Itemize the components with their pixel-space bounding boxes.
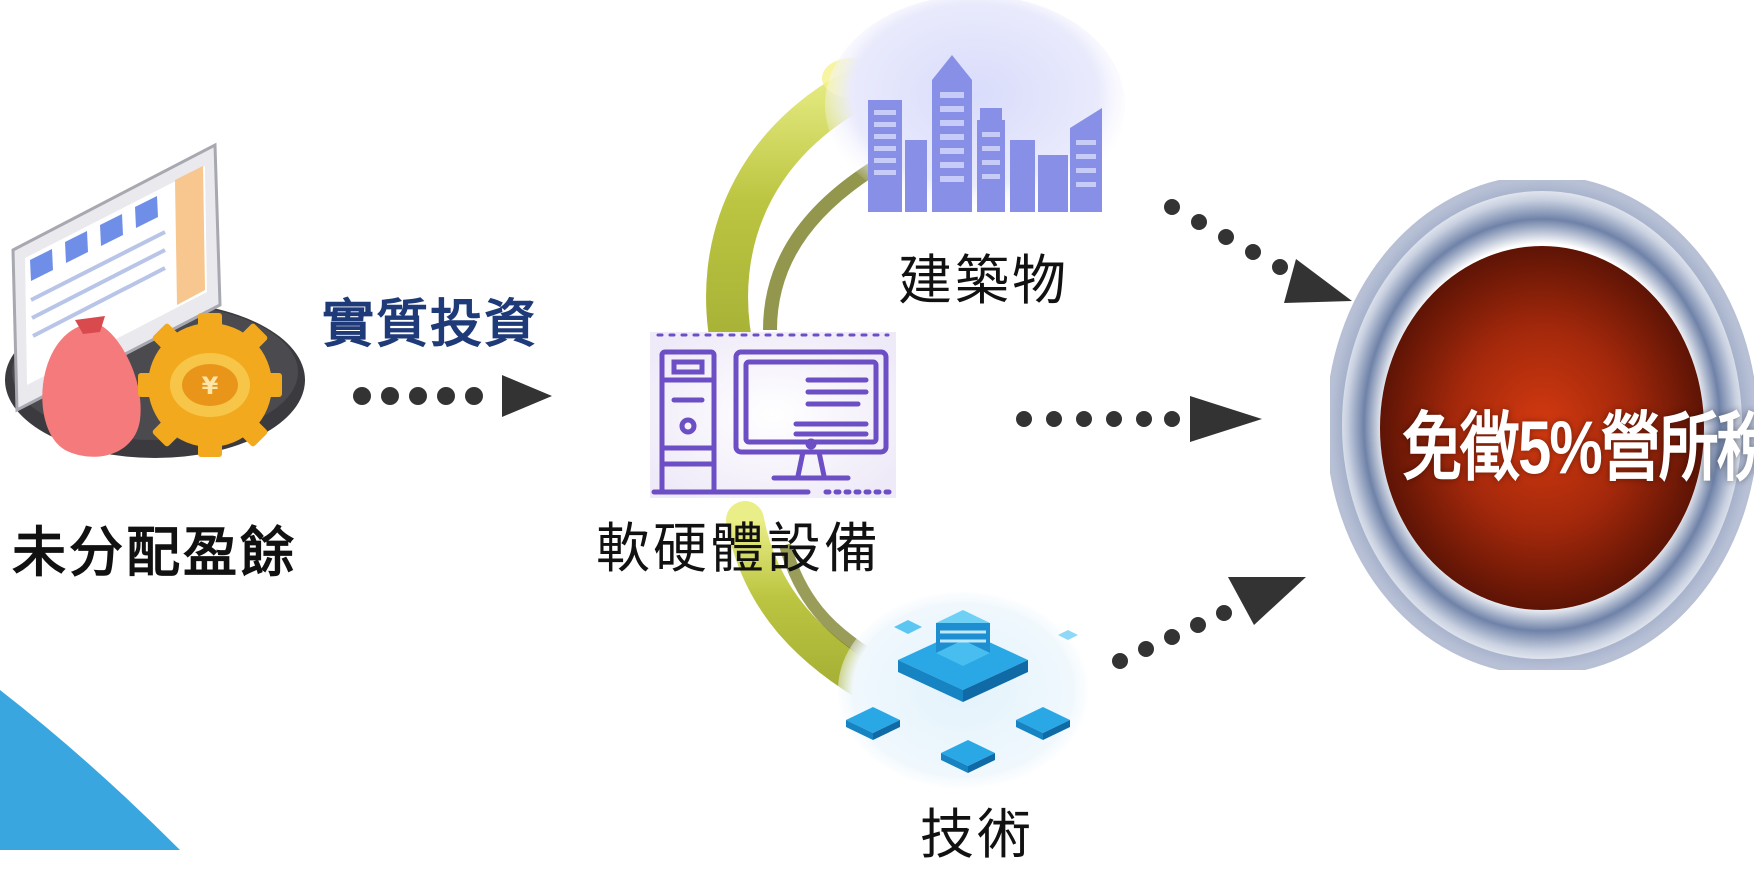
server-platform-icon [838,592,1088,788]
computer-monitor-icon [650,332,896,498]
dotted-arrow-icon [1164,199,1352,303]
dotted-arrow-icon [1016,396,1262,442]
investment-label: 實質投資 [322,295,539,355]
hub-label: 軟硬體設備 [596,517,881,580]
city-buildings-icon [822,0,1125,215]
result-label: 免徵5%營所稅 [1402,405,1754,490]
branch-label-technology: 技術 [920,803,1034,866]
svg-text:¥: ¥ [202,372,219,400]
money-bag-and-coin-gear-icon: ¥ [5,142,305,458]
result-circle [1330,180,1754,670]
branch-label-buildings: 建築物 [898,249,1069,312]
source-label: 未分配盈餘 [12,521,297,584]
dotted-arrow-icon [353,375,552,417]
corner-decoration [0,690,180,850]
dotted-arrow-icon [1112,577,1306,669]
